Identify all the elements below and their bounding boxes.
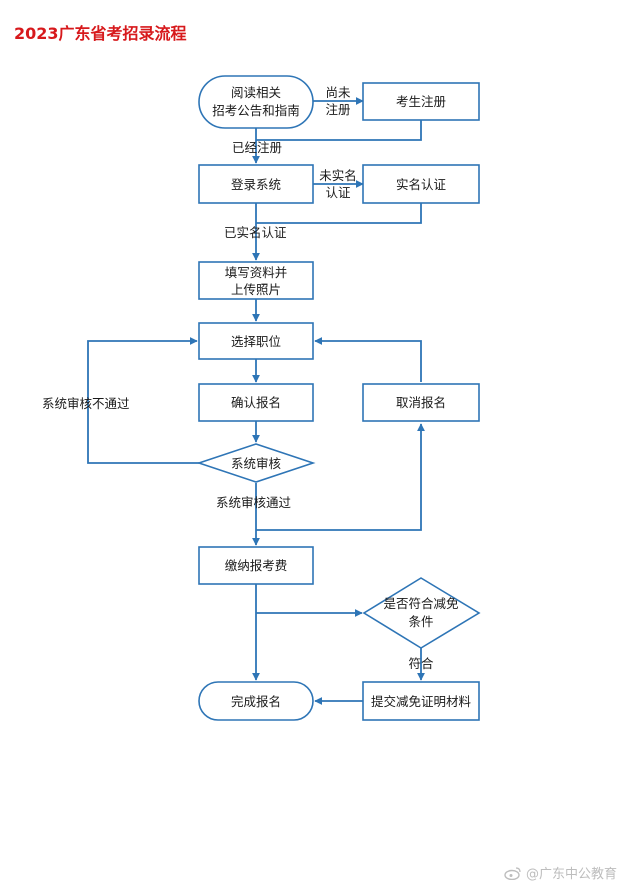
label-eligible: 符合	[408, 656, 434, 671]
node-fill-info: 填写资料并 上传照片	[198, 261, 314, 300]
label-not-verified-line2: 认证	[325, 185, 351, 200]
edge-pass-to-cancel	[256, 423, 425, 531]
label-not-registered-line2: 注册	[325, 102, 350, 117]
node-complete: 完成报名	[198, 681, 314, 721]
node-pay: 缴纳报考费	[198, 546, 314, 585]
node-login: 登录系统	[198, 164, 314, 204]
label-review-passed: 系统审核通过	[216, 495, 292, 510]
node-read-notice-line1: 阅读相关	[231, 85, 281, 100]
node-register: 考生注册	[362, 82, 480, 121]
node-choose-post: 选择职位	[198, 322, 314, 360]
label-not-verified-line1: 未实名	[319, 168, 357, 183]
node-fill-info-line2: 上传照片	[231, 282, 281, 297]
edge-labels: 尚未 注册 已经注册 未实名 认证 已实名认证 系统审核不通过 系统审核通过 符…	[42, 85, 434, 671]
edges	[87, 97, 425, 705]
node-read-notice: 阅读相关 招考公告和指南	[198, 75, 314, 129]
node-realname-label: 实名认证	[396, 177, 447, 192]
edge-cancel-to-choose	[314, 337, 422, 382]
watermark-text: @广东中公教育	[525, 867, 617, 882]
node-pay-label: 缴纳报考费	[225, 558, 288, 573]
node-review: 系统审核	[196, 443, 316, 483]
node-choose-post-label: 选择职位	[231, 334, 281, 349]
edge-review-fail-loop	[87, 337, 199, 464]
node-login-label: 登录系统	[231, 177, 281, 192]
label-registered: 已经注册	[232, 140, 282, 155]
node-complete-label: 完成报名	[231, 694, 281, 709]
edge-register-return	[256, 120, 422, 141]
node-register-label: 考生注册	[396, 94, 446, 109]
node-read-notice-line2: 招考公告和指南	[212, 103, 300, 118]
node-waiver-check-line2: 条件	[408, 614, 433, 629]
node-submit-waiver: 提交减免证明材料	[362, 681, 480, 721]
weibo-icon	[504, 866, 521, 880]
node-confirm: 确认报名	[198, 383, 314, 422]
label-verified: 已实名认证	[224, 225, 287, 240]
node-waiver-check-line1: 是否符合减免	[383, 596, 458, 611]
node-confirm-label: 确认报名	[231, 395, 281, 410]
node-realname: 实名认证	[362, 164, 480, 204]
watermark: @广东中公教育	[504, 863, 617, 882]
page-title: 2023广东省考招录流程	[14, 24, 187, 43]
edge-realname-return	[256, 203, 422, 224]
node-fill-info-line1: 填写资料并	[225, 265, 288, 280]
label-review-failed: 系统审核不通过	[42, 396, 130, 411]
label-not-registered-line1: 尚未	[325, 85, 351, 100]
node-waiver-check: 是否符合减免 条件	[362, 577, 481, 649]
node-cancel: 取消报名	[362, 383, 480, 422]
node-submit-waiver-label: 提交减免证明材料	[371, 694, 472, 709]
node-review-label: 系统审核	[231, 456, 282, 471]
node-cancel-label: 取消报名	[396, 395, 446, 410]
